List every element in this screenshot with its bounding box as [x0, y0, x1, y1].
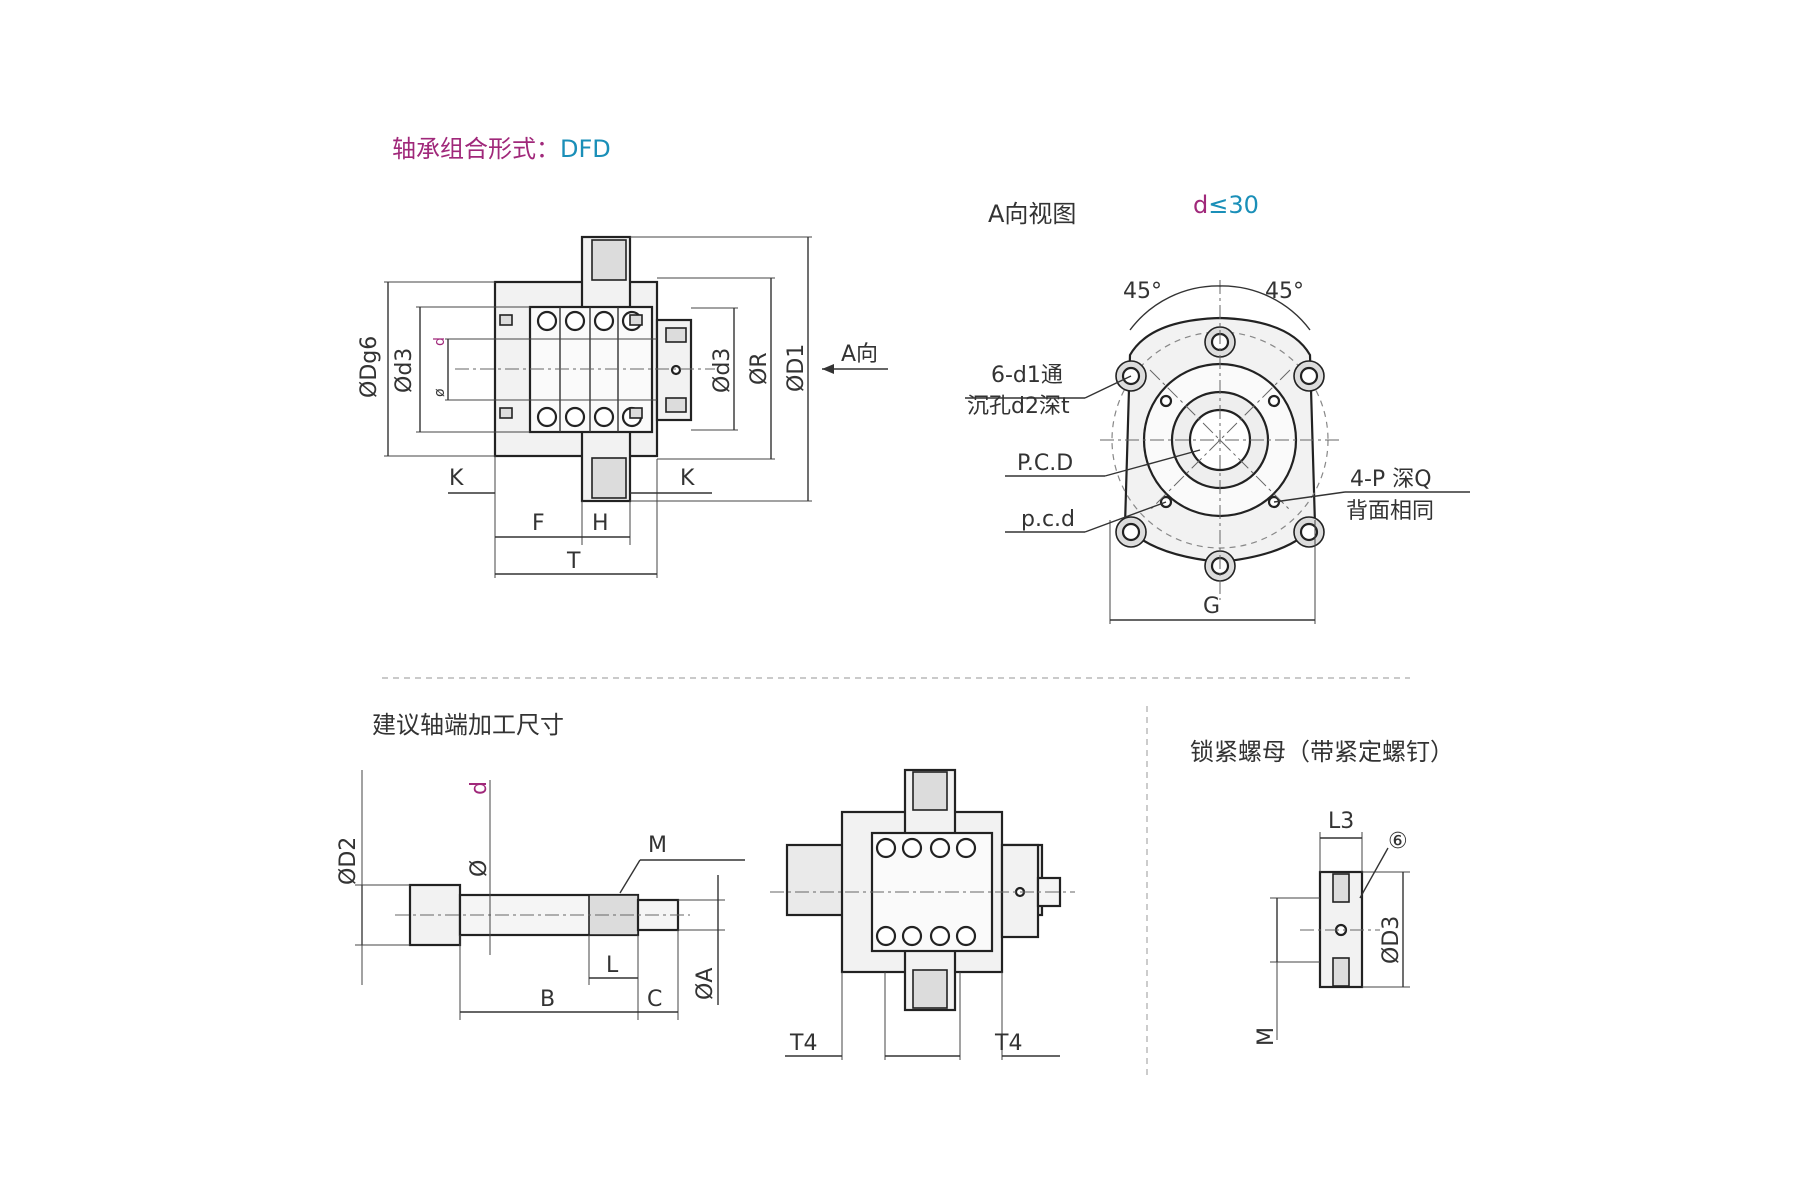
flange-front-view: [965, 280, 1470, 624]
dim-a-direction: A向: [841, 342, 878, 367]
dim-t4-right: T4: [994, 1031, 1022, 1056]
dim-phi-small: ø: [432, 388, 448, 397]
dim-k-left: K: [449, 466, 464, 491]
combo-heading: 轴承组合形式：DFD: [392, 135, 611, 163]
dim-d2: ØD2: [336, 837, 361, 885]
dim-shaft-d: d: [467, 781, 492, 795]
dim-dg6: ØDg6: [357, 336, 382, 398]
dim-d3-left: Ød3: [392, 348, 417, 393]
dim-d-small: d: [432, 337, 448, 346]
lock-nut-drawing: [1270, 832, 1410, 1040]
callout-six: ⑥: [1388, 829, 1408, 854]
dim-f: F: [532, 511, 545, 536]
d-condition-letter: d: [1193, 191, 1208, 219]
dim-r: ØR: [747, 352, 772, 385]
dim-shaft-phi: Ø: [467, 860, 492, 877]
dim-h: H: [592, 511, 609, 536]
dim-m: M: [648, 833, 667, 858]
dim-t: T: [566, 549, 581, 574]
pcd-upper: P.C.D: [1017, 451, 1073, 476]
dim-nut-d3: ØD3: [1379, 916, 1404, 964]
combo-value: DFD: [560, 135, 611, 163]
dim-k-right: K: [680, 466, 695, 491]
d-condition: d≤30: [1193, 191, 1259, 219]
assembly-drawing: [770, 768, 1075, 1060]
dim-c: C: [647, 987, 662, 1012]
dim-l3: L3: [1328, 809, 1354, 834]
d-condition-rest: ≤30: [1208, 191, 1259, 219]
tap-label-1: 4-P 深Q: [1350, 467, 1432, 492]
dim-d1: ØD1: [784, 344, 809, 392]
view-a-title: A向视图: [988, 200, 1076, 228]
dim-a: ØA: [693, 968, 718, 1000]
bearing-side-view: [384, 235, 888, 578]
dim-nut-m: M: [1254, 1027, 1279, 1046]
holes-label-2: 沉孔d2深t: [967, 394, 1070, 419]
angle-left: 45°: [1123, 279, 1162, 304]
pcd-lower: p.c.d: [1021, 507, 1075, 532]
dim-g: G: [1203, 594, 1220, 619]
angle-right: 45°: [1265, 279, 1304, 304]
dim-t4-left: T4: [789, 1031, 817, 1056]
lock-nut-title: 锁紧螺母（带紧定螺钉）: [1190, 738, 1454, 766]
dim-d3-right: Ød3: [710, 348, 735, 393]
tap-label-2: 背面相同: [1346, 499, 1434, 524]
combo-prefix: 轴承组合形式：: [392, 135, 560, 163]
dim-l: L: [606, 953, 619, 978]
dim-b: B: [540, 987, 555, 1012]
shaft-end-drawing: [355, 770, 745, 1020]
shaft-end-title: 建议轴端加工尺寸: [372, 711, 564, 739]
holes-label-1: 6-d1通: [991, 363, 1063, 388]
